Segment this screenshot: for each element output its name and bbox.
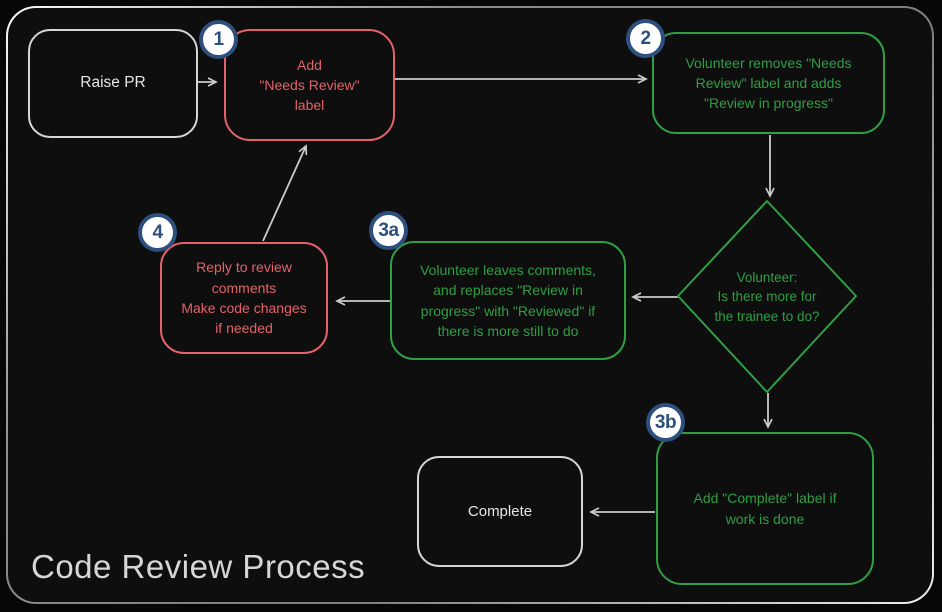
node-step1-label: Add "Needs Review" label: [259, 56, 360, 114]
step-badge-4: 4: [138, 213, 177, 252]
decision-diamond-shape: [677, 200, 857, 393]
node-reply-to-review-comments: Reply to review comments Make code chang…: [160, 242, 328, 354]
node-complete-label: Complete: [467, 502, 533, 520]
node-add-complete-label: Add "Complete" label if work is done: [656, 432, 874, 585]
edge-step4-to-step1: [262, 144, 308, 242]
step-badge-3b: 3b: [646, 403, 685, 442]
diagram-frame: [6, 6, 934, 604]
decision-label-text: Volunteer: Is there more for the trainee…: [714, 269, 820, 324]
step-badge-2: 2: [626, 19, 665, 58]
node-volunteer-removes-needs-review: Volunteer removes "Needs Review" label a…: [652, 32, 885, 134]
step-badge-3a: 3a: [369, 211, 408, 250]
node-add-needs-review-label: Add "Needs Review" label: [224, 29, 395, 141]
node-volunteer-leaves-comments: Volunteer leaves comments, and replaces …: [390, 241, 626, 360]
node-step3a-label: Volunteer leaves comments, and replaces …: [420, 261, 596, 339]
node-decision-is-there-more: Volunteer: Is there more for the trainee…: [684, 253, 850, 341]
node-raise-pr-label: Raise PR: [80, 74, 146, 92]
node-step3b-label: Add "Complete" label if work is done: [693, 490, 837, 527]
node-complete: Complete: [417, 456, 583, 567]
node-step4-label: Reply to review comments Make code chang…: [181, 259, 307, 337]
diagram-background: [8, 8, 932, 602]
step-badge-1: 1: [199, 20, 238, 59]
node-step2-label: Volunteer removes "Needs Review" label a…: [685, 54, 852, 112]
diagram-title: Code Review Process: [31, 548, 366, 585]
node-raise-pr: Raise PR: [28, 29, 198, 138]
